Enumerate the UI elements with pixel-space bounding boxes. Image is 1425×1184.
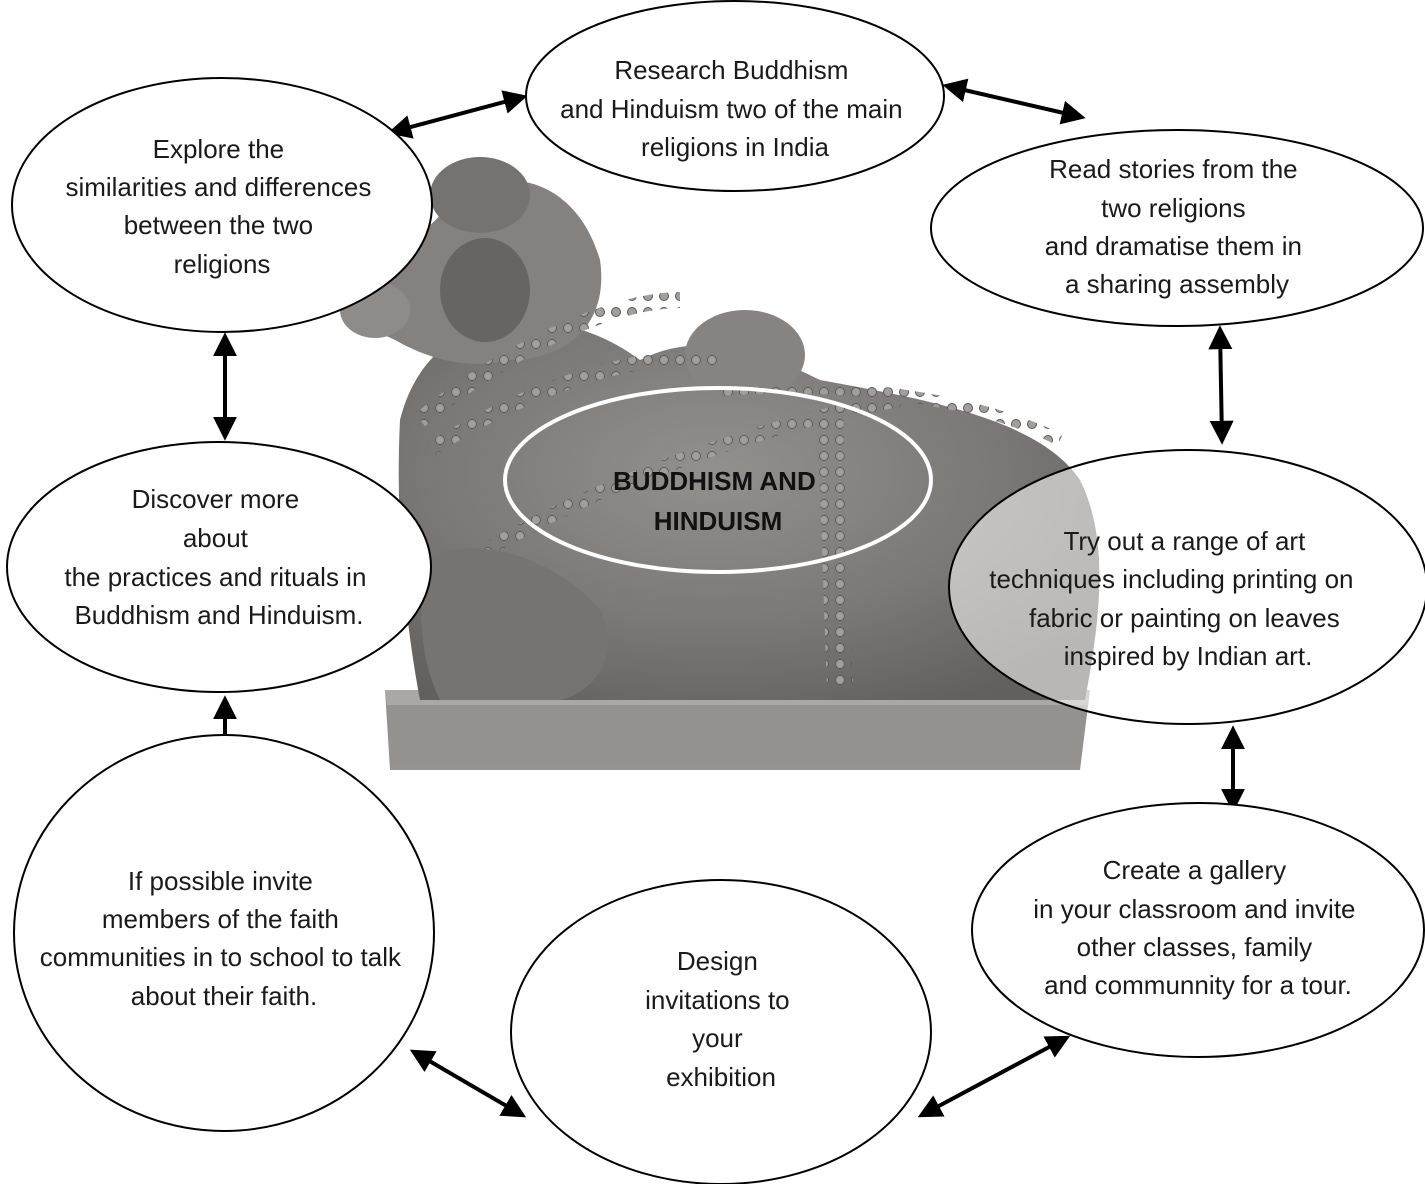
node-explore: Explore the similarities and differences… xyxy=(11,77,433,333)
node-text-line: your xyxy=(692,1023,743,1053)
svg-text:Design invitations to: Design invitations to your exhibition xyxy=(645,946,797,1092)
nandi-bull-sculpture-image xyxy=(340,157,1100,770)
node-text-line: and Hinduism two of the main xyxy=(560,94,903,124)
center-topic: BUDDHISM AND HINDUISM xyxy=(503,386,933,574)
node-text-line: similarities and differences xyxy=(65,172,371,202)
node-text-line: Try out a range of art xyxy=(1063,526,1306,556)
arrow-explore-research xyxy=(387,90,528,139)
svg-text:If possible invite membe: If possible invite members of the faith … xyxy=(40,866,409,1011)
center-title-line-2: HINDUISM xyxy=(654,506,783,536)
node-discover: Discover more about the practices and ri… xyxy=(6,441,432,693)
node-text-line: a sharing assembly xyxy=(1065,269,1289,299)
node-text-line: Buddhism and Hinduism. xyxy=(74,600,363,630)
center-title-line-1: BUDDHISM AND xyxy=(613,466,816,496)
node-text-line: fabric or painting on leaves xyxy=(1029,603,1340,633)
node-text-line: communities in to school to talk xyxy=(40,942,402,972)
svg-text:Explore the similarities: Explore the similarities and differences… xyxy=(65,134,378,279)
arrow-read-art xyxy=(1208,325,1234,445)
svg-text:Read stories from the t: Read stories from the two religions and … xyxy=(1045,154,1309,299)
svg-text:Create a gallery in your: Create a gallery in your classroom and i… xyxy=(1033,855,1363,1000)
node-text-line: two religions xyxy=(1101,193,1246,223)
arrow-research-read xyxy=(942,78,1086,125)
svg-text:Discover more about: Discover more about the practices and ri… xyxy=(64,484,373,630)
node-text-line: and dramatise them in xyxy=(1045,231,1302,261)
node-text-line: religions xyxy=(174,249,271,279)
node-text-line: about xyxy=(183,523,249,553)
node-read-stories: Read stories from the two religions and … xyxy=(930,129,1424,327)
node-text-line: inspired by Indian art. xyxy=(1064,641,1313,671)
node-text-line: Discover more xyxy=(132,484,300,514)
node-text-line: in your classroom and invite xyxy=(1033,894,1355,924)
node-text-line: Read stories from the xyxy=(1049,154,1298,184)
node-text-line: invitations to xyxy=(645,985,790,1015)
node-text-line: and communnity for a tour. xyxy=(1044,970,1352,1000)
node-text-line: Design xyxy=(677,946,758,976)
node-text-line: exhibition xyxy=(666,1062,776,1092)
node-text-line: the practices and rituals in xyxy=(64,562,366,592)
node-text-line: Research Buddhism xyxy=(614,55,848,85)
svg-text:BUDDHISM AND HINDUISM: BUDDHISM AND HINDUISM xyxy=(613,466,823,536)
node-invite-faith: If possible invite members of the faith … xyxy=(13,734,435,1132)
arrow-design-gallery xyxy=(917,1035,1071,1118)
node-text-line: Explore the xyxy=(153,134,285,164)
node-text-line: between the two xyxy=(124,210,313,240)
node-text-line: other classes, family xyxy=(1077,932,1313,962)
svg-text:Research Buddhism and Hi: Research Buddhism and Hinduism two of th… xyxy=(560,55,910,162)
node-text-line: about their faith. xyxy=(131,981,317,1011)
node-text-line: Create a gallery xyxy=(1103,855,1287,885)
node-research: Research Buddhism and Hinduism two of th… xyxy=(525,0,945,192)
node-text-line: members of the faith xyxy=(102,904,339,934)
arrow-invite-design xyxy=(409,1049,527,1118)
svg-text:Try out a range of art t: Try out a range of art techniques includ… xyxy=(989,526,1361,671)
node-art-techniques: Try out a range of art techniques includ… xyxy=(948,449,1425,725)
node-text-line: religions in India xyxy=(641,132,829,162)
node-text-line: techniques including printing on xyxy=(989,564,1353,594)
center-ellipse xyxy=(503,386,933,574)
node-gallery: Create a gallery in your classroom and i… xyxy=(971,802,1425,1058)
node-design-invitations: Design invitations to your exhibition xyxy=(510,879,932,1184)
node-text-line: If possible invite xyxy=(128,866,313,896)
